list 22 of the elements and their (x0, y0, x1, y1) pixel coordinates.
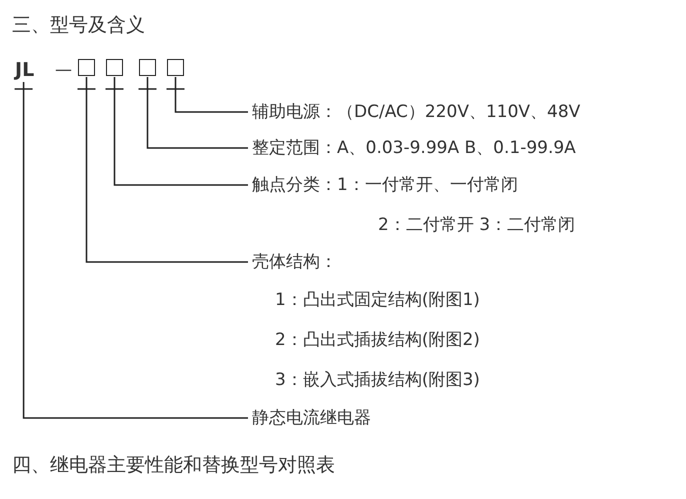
leader-line (138, 76, 249, 149)
section-heading: 四、继电器主要性能和替换型号对照表 (12, 454, 335, 476)
code-placeholder-box (139, 59, 156, 76)
text-label: 壳体结构： (252, 251, 337, 273)
leader-line (104, 76, 249, 186)
leader-line (76, 76, 249, 263)
text-label: 2：二付常开 3：二付常闭 (378, 214, 576, 236)
section-heading: 三、型号及含义 (12, 14, 145, 36)
text-label: 辅助电源：（DC/AC）220V、110V、48V (252, 101, 580, 123)
text-label: 3：嵌入式插拔结构(附图3) (275, 369, 480, 391)
code-placeholder-box (106, 59, 123, 76)
code-placeholder-box (78, 59, 95, 76)
text-label: JL (15, 59, 34, 81)
text-label: 整定范围：A、0.03-9.99A B、0.1-99.9A (252, 137, 576, 159)
leader-line (14, 81, 249, 419)
text-label: 静态电流继电器 (252, 407, 371, 429)
dash: — (55, 59, 72, 81)
text-label: 触点分类：1：一付常开、一付常闭 (252, 174, 518, 196)
text-label: 1：凸出式固定结构(附图1) (275, 289, 480, 311)
text-label: 2：凸出式插拔结构(附图2) (275, 329, 480, 351)
code-placeholder-box (167, 59, 184, 76)
leader-line (166, 76, 249, 113)
